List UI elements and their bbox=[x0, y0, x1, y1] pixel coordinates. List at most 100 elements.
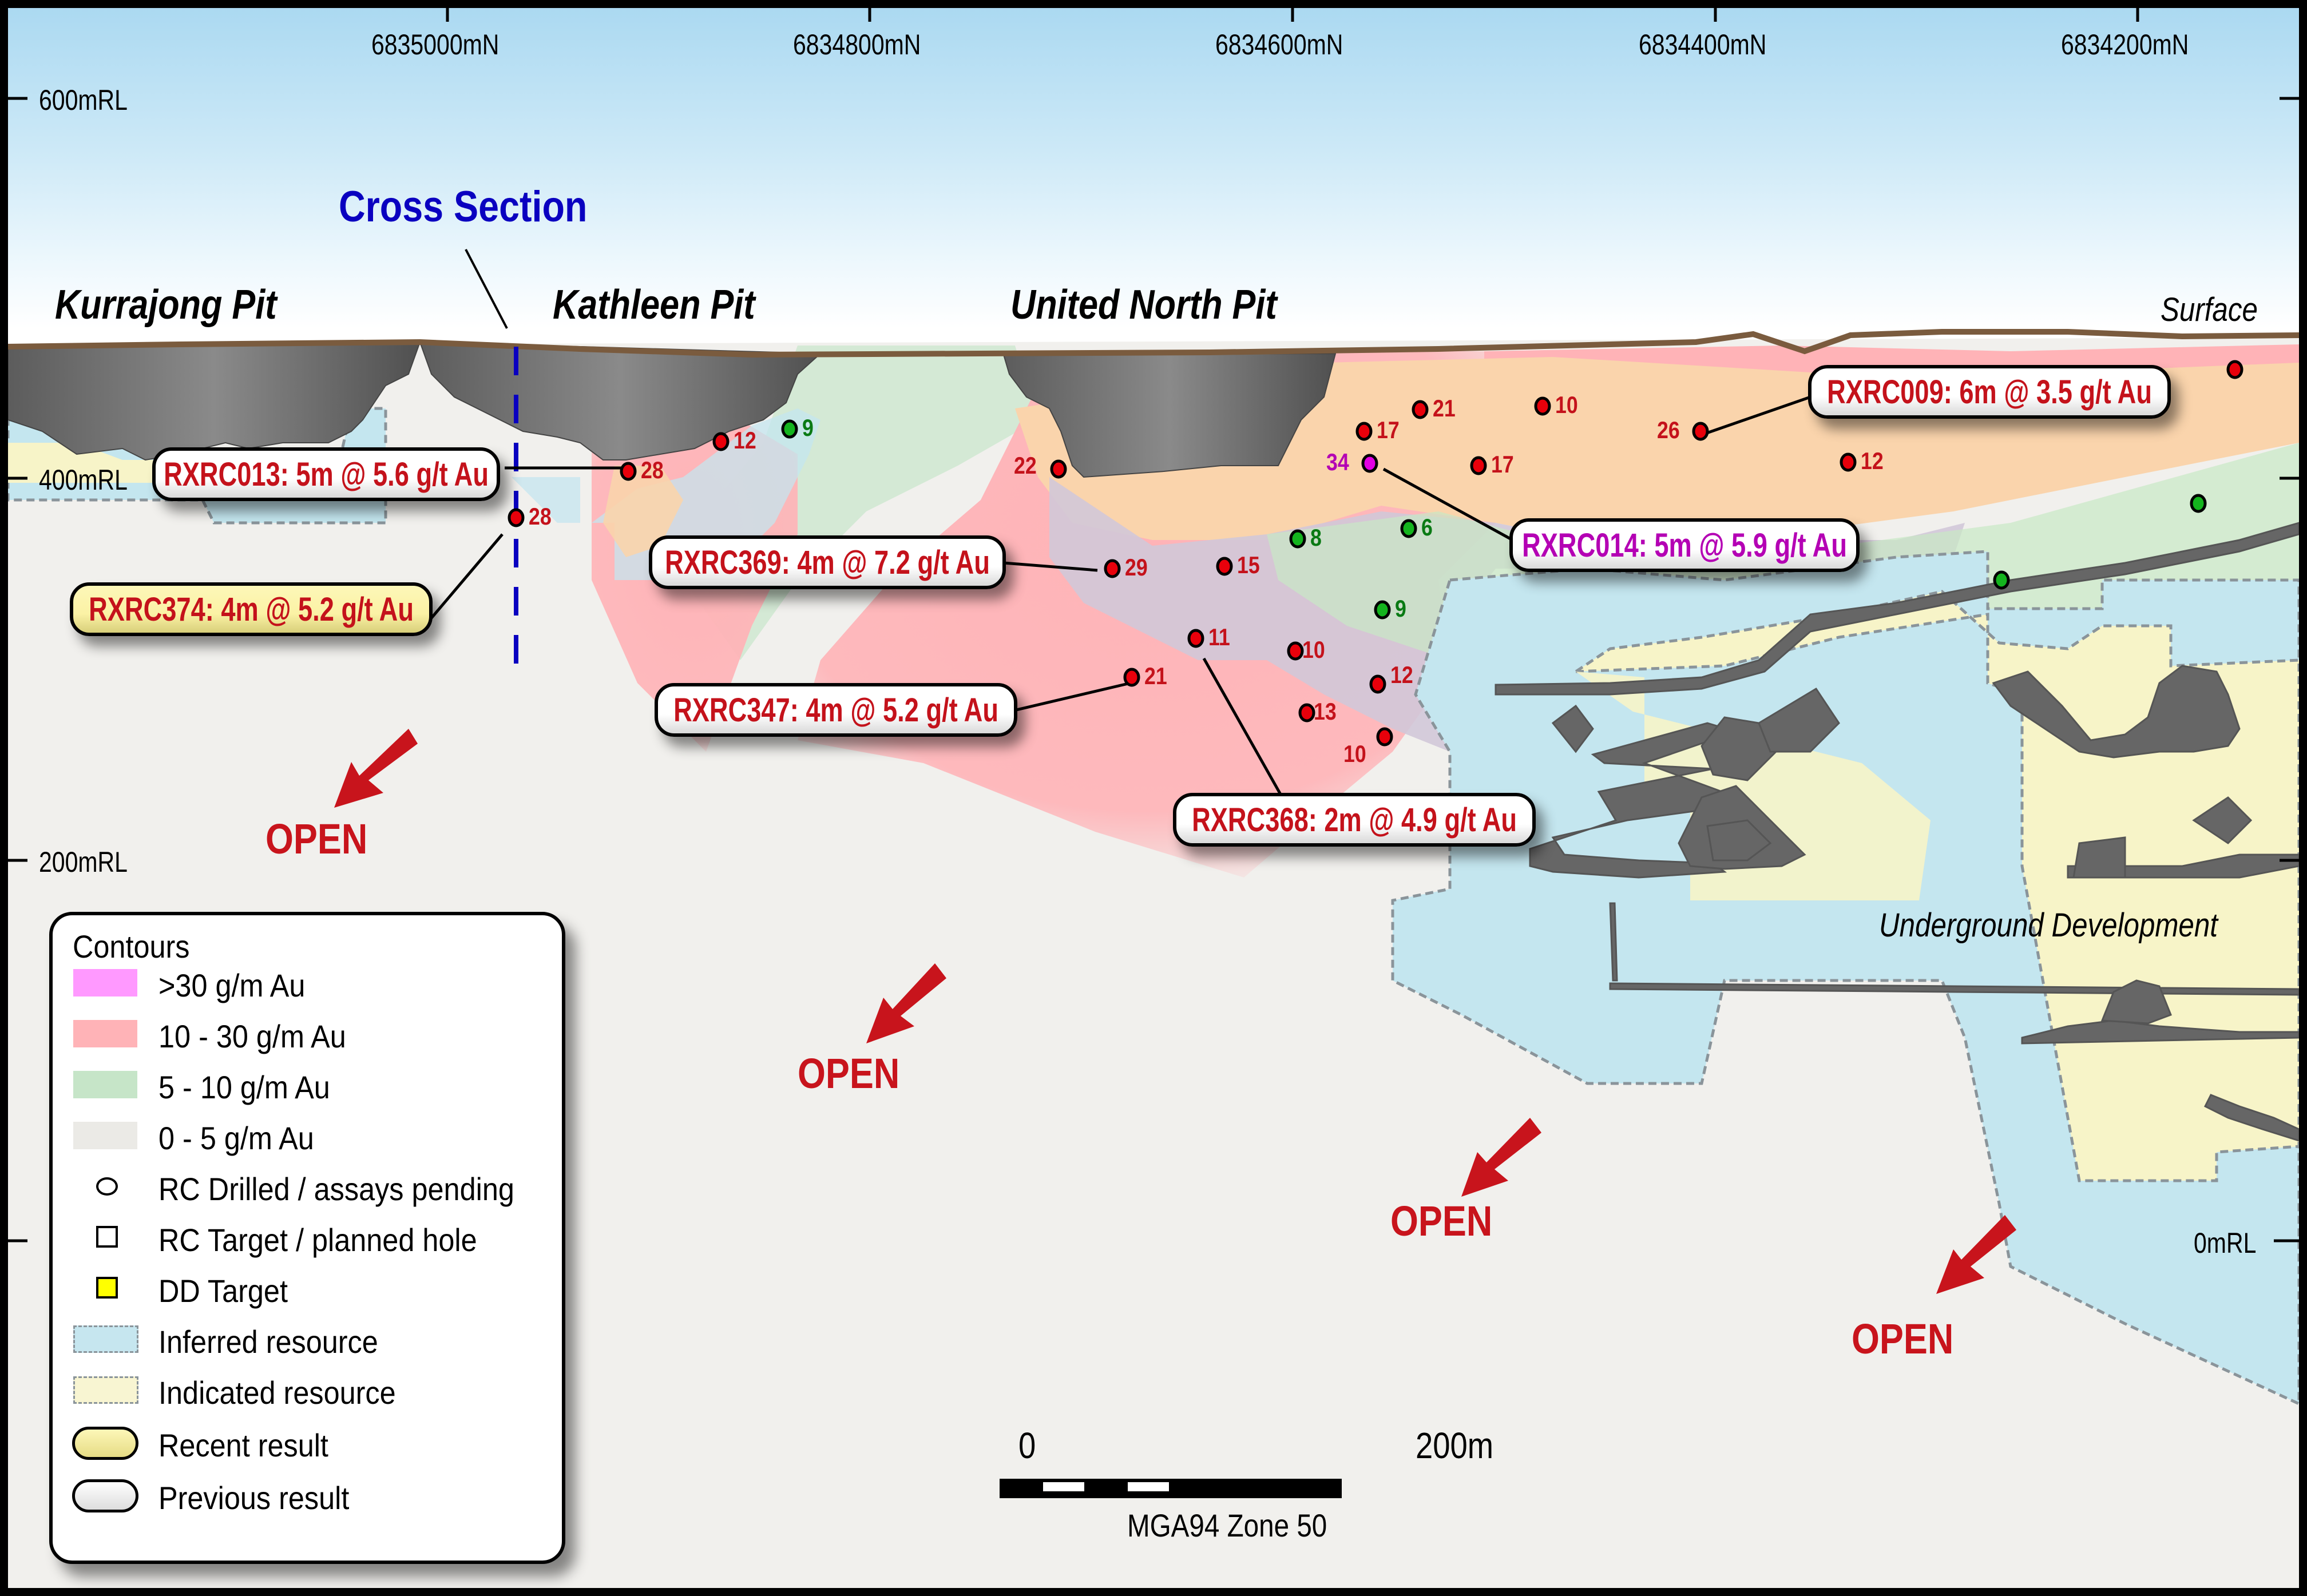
legend-item-rc-drilled: RC Drilled / assays pending bbox=[53, 1165, 556, 1210]
legend-item-10-30: 10 - 30 g/m Au bbox=[53, 1012, 556, 1058]
legend-item-indicated: Indicated resource bbox=[53, 1368, 556, 1414]
legend-item-0-5: 0 - 5 g/m Au bbox=[53, 1114, 556, 1160]
legend-label: 0 - 5 g/m Au bbox=[158, 1120, 314, 1156]
swatch-indicated bbox=[73, 1376, 138, 1404]
scale-start-label: 0 bbox=[1018, 1425, 1036, 1466]
northing-label: 6834600mN bbox=[1215, 29, 1343, 61]
drill-hole-marker[interactable] bbox=[1355, 422, 1373, 441]
drill-hole-marker[interactable] bbox=[1412, 400, 1429, 419]
underground-workings bbox=[1495, 522, 2299, 1142]
drill-hole-value: 12 bbox=[1390, 661, 1413, 688]
drill-hole-marker[interactable] bbox=[1840, 452, 1857, 472]
legend-title: Contours bbox=[73, 928, 190, 964]
surface-line bbox=[8, 329, 2299, 358]
rl-label: 400mRL bbox=[39, 464, 128, 496]
legend-label: Previous result bbox=[158, 1480, 350, 1516]
section-graphics bbox=[8, 8, 2299, 1588]
drill-hole-marker[interactable] bbox=[1050, 459, 1067, 479]
drill-hole-value: 28 bbox=[641, 456, 664, 483]
pit-label-kurrajong: Kurrajong Pit bbox=[55, 282, 277, 328]
northing-label: 6834400mN bbox=[1639, 29, 1767, 61]
legend-label: RC Drilled / assays pending bbox=[158, 1171, 514, 1207]
drill-hole-marker[interactable] bbox=[2190, 494, 2207, 513]
swatch-pink bbox=[73, 1020, 137, 1047]
legend-item-recent: Recent result bbox=[53, 1421, 556, 1467]
square-target-icon bbox=[96, 1226, 118, 1248]
drill-hole-marker[interactable] bbox=[2226, 360, 2243, 379]
drill-hole-value: 28 bbox=[529, 503, 552, 530]
drill-hole-value: 21 bbox=[1144, 662, 1167, 689]
callout-rxrc374[interactable]: RXRC374: 4m @ 5.2 g/t Au bbox=[70, 582, 433, 636]
callout-rxrc013[interactable]: RXRC013: 5m @ 5.6 g/t Au bbox=[152, 447, 500, 501]
drill-hole-marker[interactable] bbox=[1361, 454, 1378, 473]
circle-hole-icon bbox=[96, 1177, 118, 1196]
callout-text: RXRC368: 2m @ 4.9 g/t Au bbox=[1192, 801, 1517, 839]
drill-hole-marker[interactable] bbox=[1289, 529, 1306, 549]
cross-section-leader bbox=[465, 249, 508, 329]
legend: Contours >30 g/m Au 10 - 30 g/m Au 5 - 1… bbox=[49, 912, 565, 1564]
swatch-green bbox=[73, 1071, 137, 1098]
swatch-magenta bbox=[73, 969, 137, 996]
drill-hole-value: 17 bbox=[1491, 451, 1514, 478]
open-label: OPEN bbox=[1390, 1197, 1493, 1245]
legend-label: RC Target / planned hole bbox=[158, 1222, 477, 1258]
callout-text: RXRC013: 5m @ 5.6 g/t Au bbox=[164, 455, 489, 493]
drill-hole-marker[interactable] bbox=[1216, 557, 1233, 576]
drill-hole-marker[interactable] bbox=[508, 508, 525, 527]
legend-item-5-10: 5 - 10 g/m Au bbox=[53, 1063, 556, 1109]
cross-section-label: Cross Section bbox=[339, 182, 588, 231]
drill-hole-marker[interactable] bbox=[620, 462, 637, 481]
drill-hole-value: 29 bbox=[1125, 554, 1148, 581]
drill-hole-marker[interactable] bbox=[712, 432, 730, 451]
open-arrow-1 bbox=[334, 729, 418, 808]
drill-hole-value: 17 bbox=[1377, 416, 1400, 443]
legend-item-inferred: Inferred resource bbox=[53, 1317, 556, 1363]
callout-rxrc347[interactable]: RXRC347: 4m @ 5.2 g/t Au bbox=[655, 683, 1017, 737]
drill-hole-marker[interactable] bbox=[1534, 396, 1551, 416]
drill-hole-marker[interactable] bbox=[1104, 559, 1121, 578]
projection-label: MGA94 Zone 50 bbox=[1127, 1507, 1327, 1543]
pit-label-kathleen: Kathleen Pit bbox=[553, 282, 755, 328]
drill-hole-marker[interactable] bbox=[1400, 519, 1417, 538]
drill-hole-marker[interactable] bbox=[1369, 674, 1386, 694]
legend-item-rc-target: RC Target / planned hole bbox=[53, 1216, 556, 1261]
drill-hole-marker[interactable] bbox=[1287, 641, 1304, 661]
axis-ticks bbox=[8, 8, 2299, 1242]
open-arrow-3 bbox=[1461, 1118, 1541, 1197]
drill-hole-value: 9 bbox=[802, 414, 814, 441]
drill-hole-marker[interactable] bbox=[1692, 422, 1709, 441]
callout-rxrc014[interactable]: RXRC014: 5m @ 5.9 g/t Au bbox=[1509, 518, 1860, 572]
legend-label: >30 g/m Au bbox=[158, 967, 306, 1003]
drill-hole-value: 12 bbox=[734, 427, 756, 454]
legend-label: 10 - 30 g/m Au bbox=[158, 1018, 346, 1054]
open-label: OPEN bbox=[798, 1050, 900, 1097]
open-label: OPEN bbox=[265, 815, 368, 863]
drill-hole-marker[interactable] bbox=[1470, 456, 1487, 475]
scale-end-label: 200m bbox=[1416, 1425, 1494, 1466]
drill-hole-marker[interactable] bbox=[1298, 703, 1315, 722]
kathleen-pit bbox=[419, 341, 822, 460]
legend-label: 5 - 10 g/m Au bbox=[158, 1069, 330, 1105]
callout-rxrc369[interactable]: RXRC369: 4m @ 7.2 g/t Au bbox=[649, 535, 1006, 589]
drill-hole-marker[interactable] bbox=[1123, 668, 1140, 687]
surface-label: Surface bbox=[2161, 291, 2258, 328]
drill-hole-marker[interactable] bbox=[1993, 570, 2010, 590]
drill-hole-value: 11 bbox=[1208, 624, 1230, 650]
northing-label: 6834800mN bbox=[793, 29, 921, 61]
legend-label: Recent result bbox=[158, 1427, 328, 1463]
drill-hole-marker[interactable] bbox=[1187, 629, 1204, 648]
pit-label-united-north: United North Pit bbox=[1010, 282, 1277, 328]
drill-hole-value: 10 bbox=[1302, 636, 1325, 663]
underground-development-label: Underground Development bbox=[1879, 907, 2218, 944]
drill-hole-marker[interactable] bbox=[1374, 600, 1391, 620]
callout-rxrc368[interactable]: RXRC368: 2m @ 4.9 g/t Au bbox=[1173, 793, 1536, 847]
drill-hole-marker[interactable] bbox=[781, 419, 798, 439]
callout-rxrc009[interactable]: RXRC009: 6m @ 3.5 g/t Au bbox=[1808, 365, 2171, 419]
rl-label: 0mRL bbox=[2194, 1227, 2257, 1259]
drill-hole-marker[interactable] bbox=[1376, 727, 1393, 747]
drill-hole-value: 8 bbox=[1310, 524, 1322, 551]
drill-hole-value: 34 bbox=[1326, 448, 1349, 475]
legend-item-gt30: >30 g/m Au bbox=[53, 961, 556, 1007]
drill-hole-value: 21 bbox=[1433, 395, 1456, 422]
open-arrow-2 bbox=[866, 963, 946, 1043]
